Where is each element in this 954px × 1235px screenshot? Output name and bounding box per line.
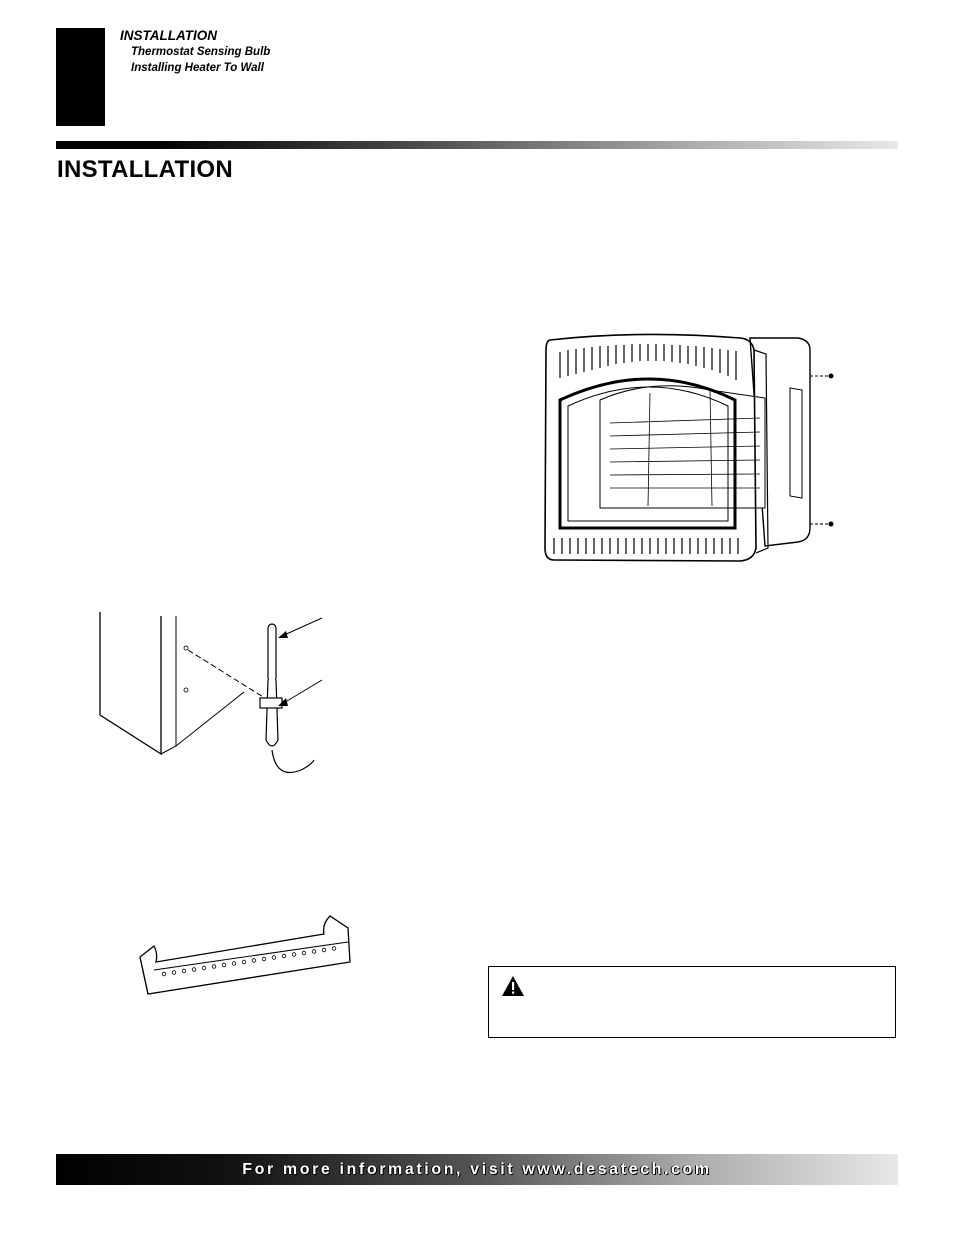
warning-triangle-icon xyxy=(502,976,524,996)
header-subtopic-1: Thermostat Sensing Bulb xyxy=(131,46,271,58)
section-tab-marker xyxy=(56,28,105,126)
page-title: INSTALLATION xyxy=(57,156,234,183)
header-divider xyxy=(56,141,898,149)
thermostat-bulb-illustration xyxy=(99,612,323,774)
heater-wall-mount-illustration xyxy=(544,333,834,562)
warning-box xyxy=(488,966,896,1038)
header-section-label: INSTALLATION xyxy=(120,28,217,43)
header-subtopic-2: Installing Heater To Wall xyxy=(131,62,264,74)
footer-bar: For more information, visit www.desatech… xyxy=(56,1154,898,1185)
mounting-bracket-illustration xyxy=(139,915,351,995)
footer-text: For more information, visit www.desatech… xyxy=(242,1161,712,1178)
